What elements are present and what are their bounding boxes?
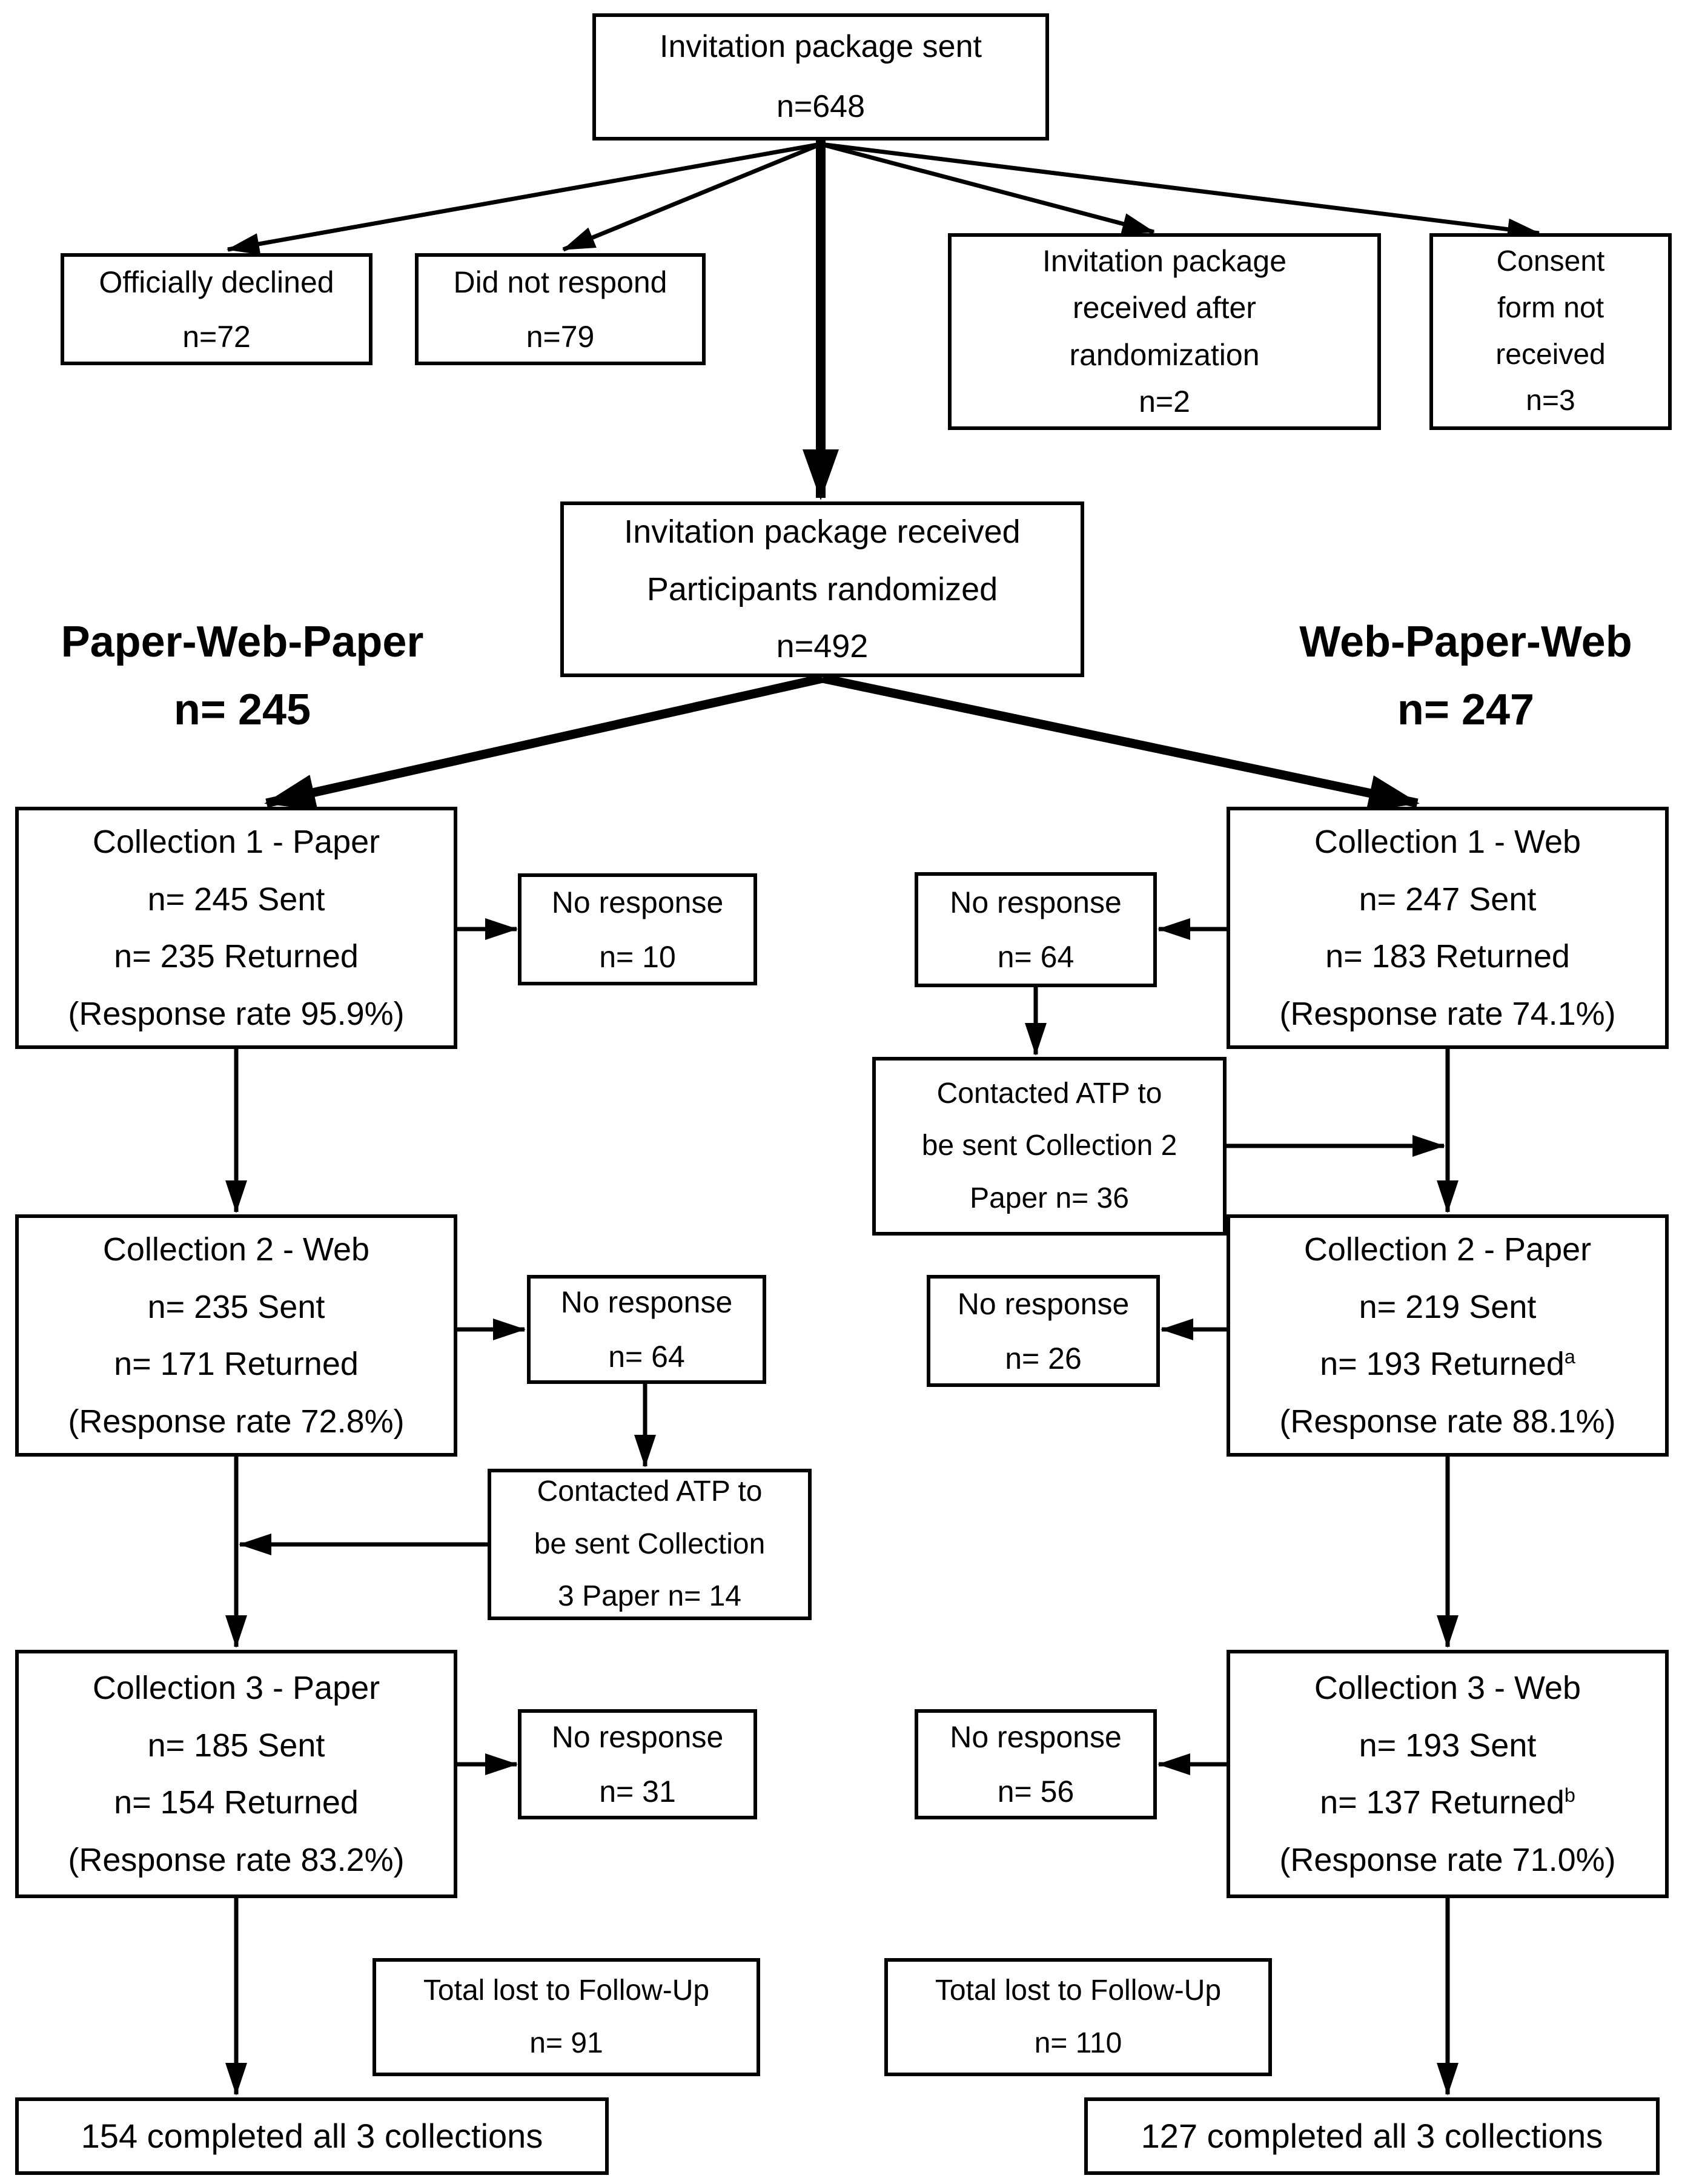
no-response-64-right-box: No response n= 64 bbox=[915, 872, 1157, 987]
collection-rate: (Response rate 95.9%) bbox=[68, 995, 405, 1032]
collection-rate: (Response rate 72.8%) bbox=[68, 1403, 405, 1440]
collection-returned: n= 235 Returned bbox=[114, 938, 359, 975]
collection-rate: (Response rate 71.0%) bbox=[1279, 1841, 1616, 1878]
contacted-atp-line: Contacted ATP to bbox=[936, 1077, 1162, 1110]
no-response-count: n= 64 bbox=[997, 940, 1075, 974]
collection-returned: n= 183 Returned bbox=[1325, 938, 1570, 975]
late-receipt-count: n=2 bbox=[1139, 385, 1190, 419]
collection-2-web-box: Collection 2 - Web n= 235 Sent n= 171 Re… bbox=[15, 1214, 457, 1457]
no-response-26-box: No response n= 26 bbox=[927, 1275, 1160, 1387]
contacted-atp-line: be sent Collection bbox=[534, 1527, 766, 1560]
late-receipt-line: Invitation package bbox=[1042, 243, 1287, 278]
randomized-line: Participants randomized bbox=[646, 571, 998, 607]
completed-left-box: 154 completed all 3 collections bbox=[15, 2097, 609, 2175]
consent-count: n=3 bbox=[1526, 385, 1575, 417]
late-receipt-box: Invitation package received after random… bbox=[948, 233, 1381, 430]
collection-rate: (Response rate 83.2%) bbox=[68, 1841, 405, 1878]
did-not-respond-count: n=79 bbox=[526, 319, 595, 354]
no-response-count: n= 26 bbox=[1005, 1341, 1082, 1375]
no-response-count: n= 31 bbox=[599, 1775, 676, 1808]
completed-label: 154 completed all 3 collections bbox=[81, 2117, 543, 2156]
collection-title: Collection 2 - Paper bbox=[1303, 1231, 1592, 1268]
total-lost-left-box: Total lost to Follow-Up n= 91 bbox=[373, 1958, 760, 2076]
collection-3-web-box: Collection 3 - Web n= 193 Sent n= 137 Re… bbox=[1227, 1650, 1669, 1898]
officially-declined-box: Officially declined n=72 bbox=[61, 253, 373, 365]
collection-sent: n= 219 Sent bbox=[1359, 1288, 1537, 1325]
completed-right-box: 127 completed all 3 collections bbox=[1084, 2097, 1660, 2175]
total-lost-count: n= 91 bbox=[529, 2027, 603, 2059]
collection-title: Collection 3 - Web bbox=[1314, 1670, 1581, 1706]
did-not-respond-box: Did not respond n=79 bbox=[415, 253, 706, 365]
collection-title: Collection 1 - Paper bbox=[92, 824, 380, 860]
collection-returned: n= 137 Returnedb bbox=[1320, 1784, 1575, 1821]
collection-rate: (Response rate 74.1%) bbox=[1279, 995, 1616, 1032]
web-paper-web-heading: Web-Paper-Web n= 247 bbox=[1248, 609, 1684, 744]
collection-1-web-box: Collection 1 - Web n= 247 Sent n= 183 Re… bbox=[1227, 807, 1669, 1049]
collection-title: Collection 1 - Web bbox=[1314, 824, 1581, 860]
no-response-label: No response bbox=[551, 1720, 724, 1754]
late-receipt-line: randomization bbox=[1069, 337, 1260, 372]
no-response-31-box: No response n= 31 bbox=[518, 1709, 757, 1819]
no-response-label: No response bbox=[551, 885, 724, 919]
collection-sent: n= 247 Sent bbox=[1359, 881, 1537, 918]
collection-sent: n= 245 Sent bbox=[147, 881, 325, 918]
contacted-atp-line: Contacted ATP to bbox=[537, 1475, 763, 1508]
consent-line: received bbox=[1495, 338, 1606, 371]
consent-not-received-box: Consent form not received n=3 bbox=[1429, 233, 1672, 430]
consent-line: Consent bbox=[1496, 245, 1605, 277]
collection-sent: n= 193 Sent bbox=[1359, 1727, 1537, 1764]
right-arm-title: Web-Paper-Web bbox=[1299, 618, 1632, 666]
collection-3-paper-box: Collection 3 - Paper n= 185 Sent n= 154 … bbox=[15, 1650, 457, 1898]
left-arm-count: n= 245 bbox=[173, 685, 311, 734]
no-response-label: No response bbox=[560, 1285, 733, 1319]
no-response-label: No response bbox=[950, 1720, 1122, 1754]
contacted-atp-count: Paper n= 36 bbox=[970, 1182, 1129, 1214]
invitation-sent-box: Invitation package sent n=648 bbox=[592, 13, 1049, 141]
no-response-10-box: No response n= 10 bbox=[518, 873, 757, 985]
right-arm-count: n= 247 bbox=[1397, 685, 1535, 734]
left-arm-title: Paper-Web-Paper bbox=[61, 618, 424, 666]
no-response-count: n= 10 bbox=[599, 939, 676, 974]
randomized-count: n=492 bbox=[776, 628, 869, 665]
contacted-atp-left-box: Contacted ATP to be sent Collection 3 Pa… bbox=[488, 1469, 812, 1620]
randomized-line: Invitation package received bbox=[624, 514, 1021, 551]
randomized-box: Invitation package received Participants… bbox=[560, 501, 1084, 677]
consent-line: form not bbox=[1497, 291, 1604, 324]
collection-title: Collection 3 - Paper bbox=[92, 1670, 380, 1706]
total-lost-right-box: Total lost to Follow-Up n= 110 bbox=[884, 1958, 1272, 2076]
contacted-atp-right-box: Contacted ATP to be sent Collection 2 Pa… bbox=[872, 1057, 1227, 1236]
collection-returned: n= 193 Returneda bbox=[1320, 1346, 1575, 1382]
collection-1-paper-box: Collection 1 - Paper n= 245 Sent n= 235 … bbox=[15, 807, 457, 1049]
invitation-sent-label: Invitation package sent bbox=[660, 29, 982, 65]
paper-web-paper-heading: Paper-Web-Paper n= 245 bbox=[24, 609, 460, 744]
no-response-56-box: No response n= 56 bbox=[915, 1709, 1157, 1819]
no-response-count: n= 56 bbox=[997, 1775, 1075, 1808]
collection-title: Collection 2 - Web bbox=[102, 1231, 370, 1268]
no-response-64-left-box: No response n= 64 bbox=[527, 1275, 766, 1384]
contacted-atp-line: be sent Collection 2 bbox=[921, 1130, 1177, 1162]
completed-label: 127 completed all 3 collections bbox=[1141, 2117, 1603, 2156]
collection-returned: n= 171 Returned bbox=[114, 1346, 359, 1382]
total-lost-label: Total lost to Follow-Up bbox=[423, 1974, 710, 2007]
total-lost-label: Total lost to Follow-Up bbox=[935, 1974, 1222, 2007]
no-response-label: No response bbox=[957, 1286, 1130, 1321]
late-receipt-line: received after bbox=[1073, 291, 1256, 325]
collection-sent: n= 235 Sent bbox=[147, 1288, 325, 1325]
invitation-sent-count: n=648 bbox=[776, 89, 866, 124]
total-lost-count: n= 110 bbox=[1034, 2027, 1122, 2059]
collection-sent: n= 185 Sent bbox=[147, 1727, 325, 1764]
collection-returned: n= 154 Returned bbox=[114, 1784, 359, 1821]
no-response-count: n= 64 bbox=[608, 1340, 685, 1374]
did-not-respond-label: Did not respond bbox=[453, 265, 667, 299]
declined-count: n=72 bbox=[182, 319, 251, 354]
declined-label: Officially declined bbox=[99, 265, 334, 299]
contacted-atp-count: 3 Paper n= 14 bbox=[558, 1580, 741, 1613]
collection-2-paper-box: Collection 2 - Paper n= 219 Sent n= 193 … bbox=[1227, 1214, 1669, 1457]
collection-rate: (Response rate 88.1%) bbox=[1279, 1403, 1616, 1440]
no-response-label: No response bbox=[950, 885, 1122, 919]
